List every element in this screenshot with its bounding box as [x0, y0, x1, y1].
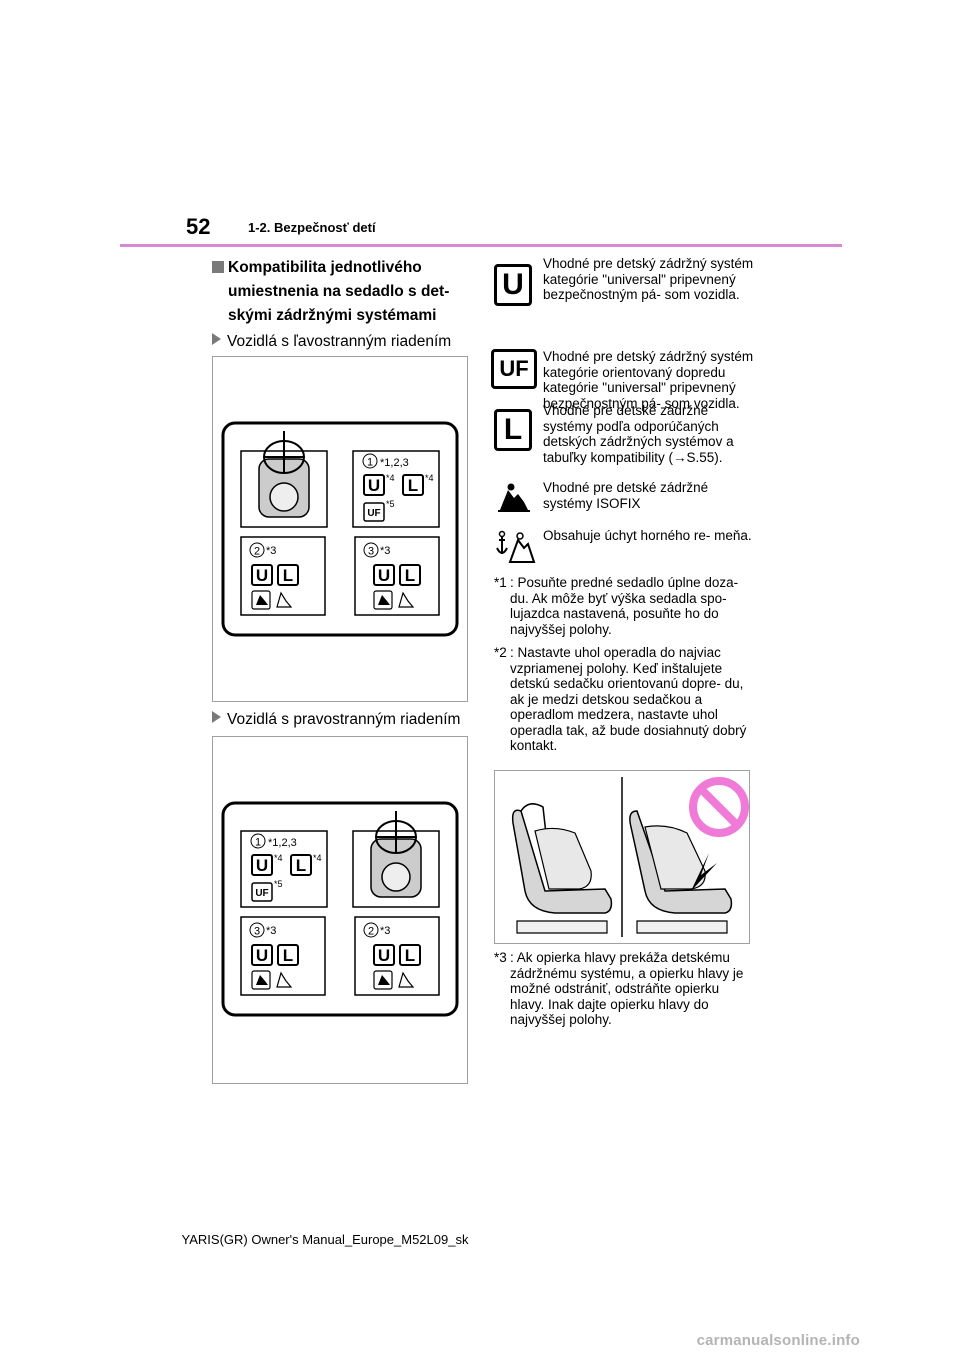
section-title: 1-2. Bezpečnosť detí [248, 220, 376, 235]
legend-isofix: Vhodné pre detské zádržné systémy ISOFIX [494, 480, 764, 516]
svg-text:*4: *4 [274, 853, 283, 863]
rhd-seat-diagram: 1 *1,2,3 U *4 L *4 UF *5 3 *3 U L [212, 736, 468, 1084]
lhd-text: Vozidlá s ľavostranným riadením [227, 333, 452, 350]
sup-3b: *3 [380, 545, 390, 557]
page-number: 52 [186, 214, 211, 239]
svg-text:U: U [256, 856, 268, 875]
rhd-label: Vozidlá s pravostranným riadením [212, 710, 460, 730]
sup-4a: *4 [386, 473, 395, 483]
svg-text:*4: *4 [313, 853, 322, 863]
badge-u: U [368, 476, 380, 495]
svg-text:L: L [405, 946, 415, 965]
sup-123: *1,2,3 [380, 457, 409, 469]
anchor-isofix-icon [496, 530, 536, 563]
badge-uf: UF [367, 508, 380, 519]
footnote-2-text: : Nastavte uhol operadla do najviac vzpr… [510, 645, 747, 753]
svg-text:3: 3 [254, 926, 260, 938]
badge-l: L [408, 476, 418, 495]
square-bullet-icon [212, 261, 224, 273]
u-badge-icon: U [494, 264, 532, 306]
lhd-diagram-svg: 1 *1,2,3 U *4 L *4 UF *5 2 *3 U L 3 *3 U… [221, 421, 459, 637]
watermark: carmanualsonline.info [696, 1332, 860, 1349]
footnote-2-tag: *2 [494, 645, 507, 660]
driver-seat-icon [352, 811, 440, 908]
legend-l: L Vhodné pre detské zádržné systémy podľ… [494, 403, 764, 469]
svg-text:L: L [283, 946, 293, 965]
svg-text:*5: *5 [274, 879, 283, 889]
svg-text:UF: UF [255, 888, 268, 899]
pos-3-number: 3 [368, 546, 374, 558]
sup-4b: *4 [425, 473, 434, 483]
svg-text:U: U [256, 946, 268, 965]
rhd-diagram-svg: 1 *1,2,3 U *4 L *4 UF *5 3 *3 U L [221, 801, 459, 1017]
legend-uf: UF Vhodné pre detský zádržný systém kate… [491, 349, 764, 411]
subsection-heading: Kompatibilita jednotlivého umiestnenia n… [212, 256, 472, 328]
svg-text:U: U [378, 946, 390, 965]
footnote-3-text: : Ak opierka hlavy prekáža detskému zádr… [510, 950, 744, 1027]
l-badge-icon: L [494, 409, 532, 451]
driver-seat-icon [240, 431, 328, 528]
footnote-1-text: : Posuňte predné sedadlo úplne doza- du.… [510, 575, 739, 637]
svg-text:*3: *3 [380, 925, 390, 937]
seat-angle-svg [511, 777, 749, 937]
footnote-1: *1 : Posuňte predné sedadlo úplne doza- … [494, 575, 756, 637]
isofix-icon [498, 483, 530, 512]
legend-u: U Vhodné pre detský zádržný systém kateg… [494, 256, 764, 340]
svg-text:1: 1 [255, 837, 261, 849]
header-rule [120, 244, 842, 247]
uf-badge-icon: UF [491, 349, 537, 389]
sup-5: *5 [386, 499, 395, 509]
footnote-1-tag: *1 [494, 575, 507, 590]
svg-text:U: U [378, 566, 390, 585]
arrow-bullet-icon [212, 711, 221, 723]
svg-text:*1,2,3: *1,2,3 [268, 837, 297, 849]
sup-3a: *3 [266, 545, 276, 557]
seat-angle-illustration [494, 770, 750, 944]
svg-text:2: 2 [368, 926, 374, 938]
legend-anchor-text: Obsahuje úchyt horného re- meňa. [543, 528, 752, 543]
legend-isofix-text: Vhodné pre detské zádržné systémy ISOFIX [543, 480, 709, 511]
legend-uf-text: Vhodné pre detský zádržný systém kategór… [543, 349, 754, 411]
page-footer: YARIS(GR) Owner's Manual_Europe_M52L09_s… [181, 1232, 469, 1247]
legend-anchor: Obsahuje úchyt horného re- meňa. [494, 528, 764, 568]
lhd-label: Vozidlá s ľavostranným riadením [212, 332, 451, 352]
svg-text:L: L [283, 566, 293, 585]
svg-text:U: U [256, 566, 268, 585]
rhd-text: Vozidlá s pravostranným riadením [227, 711, 461, 728]
legend-l-text: Vhodné pre detské zádržné systémy podľa … [543, 403, 734, 465]
prohibited-icon [689, 777, 749, 837]
pos-2-number: 2 [254, 546, 260, 558]
footnote-3: *3 : Ak opierka hlavy prekáža detskému z… [494, 950, 756, 1028]
arrow-bullet-icon [212, 333, 221, 345]
svg-text:L: L [405, 566, 415, 585]
heading-text: Kompatibilita jednotlivého umiestnenia n… [228, 259, 450, 324]
svg-text:L: L [296, 856, 306, 875]
lhd-seat-diagram: 1 *1,2,3 U *4 L *4 UF *5 2 *3 U L 3 *3 U… [212, 356, 468, 702]
legend-u-text: Vhodné pre detský zádržný systém kategór… [543, 256, 754, 302]
pos-1-number: 1 [367, 457, 373, 469]
footnote-2: *2 : Nastavte uhol operadla do najviac v… [494, 645, 756, 754]
footnote-3-tag: *3 [494, 950, 507, 965]
svg-text:*3: *3 [266, 925, 276, 937]
